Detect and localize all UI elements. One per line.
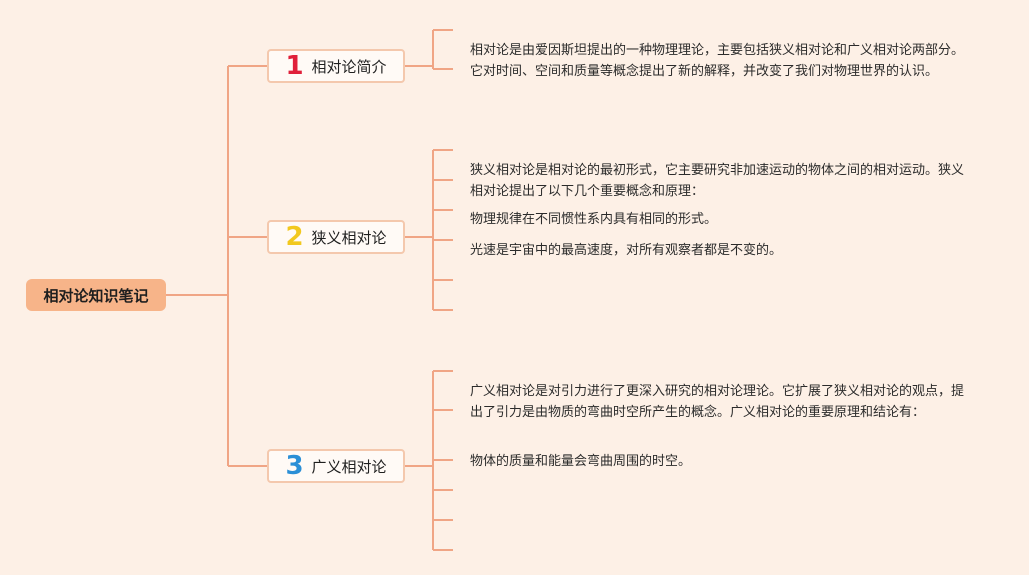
note-special-3: 光速是宇宙中的最高速度，对所有观察者都是不变的。 <box>470 243 783 258</box>
note-special-2: 物理规律在不同惯性系内具有相同的形式。 <box>470 212 718 227</box>
root-label: 相对论知识笔记 <box>43 286 149 305</box>
number-badge-2: 2 <box>285 222 304 252</box>
branch-node-special-relativity[interactable]: 2 狭义相对论 <box>267 220 405 254</box>
root-node[interactable]: 相对论知识笔记 <box>26 279 166 311</box>
note-general-2: 物体的质量和能量会弯曲周围的时空。 <box>470 454 692 469</box>
branch-label: 狭义相对论 <box>311 228 387 247</box>
branch-node-general-relativity[interactable]: 3 广义相对论 <box>267 449 405 483</box>
number-badge-1: 1 <box>285 51 304 81</box>
number-badge-3: 3 <box>285 451 304 481</box>
branch-label: 广义相对论 <box>311 457 387 476</box>
branch-label: 相对论简介 <box>311 57 387 76</box>
note-special-1: 狭义相对论是相对论的最初形式，它主要研究非加速运动的物体之间的相对运动。狭义相对… <box>470 163 965 199</box>
note-intro-1: 相对论是由爱因斯坦提出的一种物理理论，主要包括狭义相对论和广义相对论两部分。它对… <box>470 43 965 79</box>
note-general-1: 广义相对论是对引力进行了更深入研究的相对论理论。它扩展了狭义相对论的观点，提出了… <box>470 384 965 420</box>
branch-node-intro[interactable]: 1 相对论简介 <box>267 49 405 83</box>
